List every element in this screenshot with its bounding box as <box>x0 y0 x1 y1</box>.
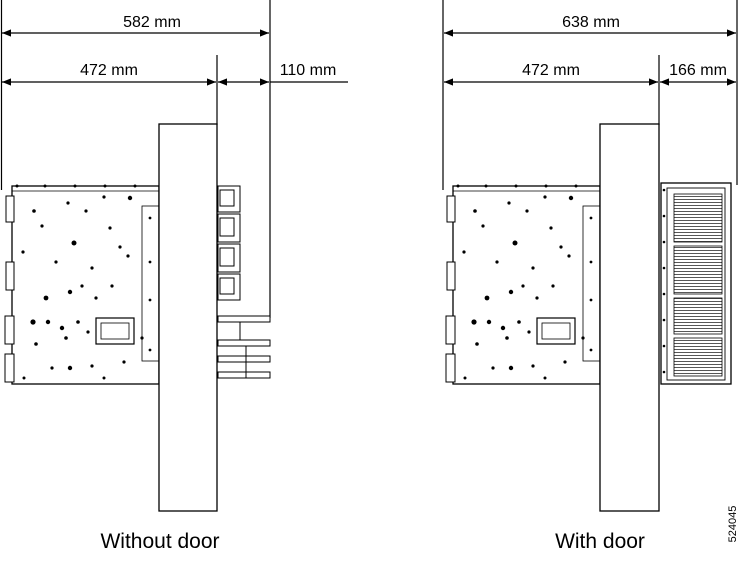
with-door-diagram: 638 mm 472 mm 166 mm <box>442 0 738 553</box>
overall-depth-label: 582 mm <box>123 14 181 31</box>
chassis-depth-dimension: 472 mm <box>2 62 216 86</box>
rear-cable-modules <box>217 185 271 379</box>
extension-dimension: 110 mm <box>218 62 348 86</box>
with-door-caption: With door <box>555 530 645 553</box>
extension-label: 166 mm <box>669 62 727 79</box>
chassis-depth-label: 472 mm <box>80 62 138 79</box>
extension-dimension: 166 mm <box>660 62 736 86</box>
overall-depth-dimension: 582 mm <box>2 14 269 37</box>
chassis-depth-dimension: 472 mm <box>444 62 658 86</box>
overall-depth-dimension: 638 mm <box>444 14 736 37</box>
rack-post <box>158 123 218 512</box>
overall-depth-label: 638 mm <box>562 14 620 31</box>
without-door-diagram: 582 mm 472 mm 110 mm <box>0 0 348 553</box>
front-door <box>660 182 732 385</box>
chassis-body <box>4 184 160 385</box>
chassis-depth-label: 472 mm <box>522 62 580 79</box>
figure-id: 524045 <box>727 506 739 543</box>
rack-post <box>599 123 660 512</box>
without-door-caption: Without door <box>100 530 219 553</box>
extension-label: 110 mm <box>280 62 337 79</box>
chassis-body <box>445 184 601 385</box>
